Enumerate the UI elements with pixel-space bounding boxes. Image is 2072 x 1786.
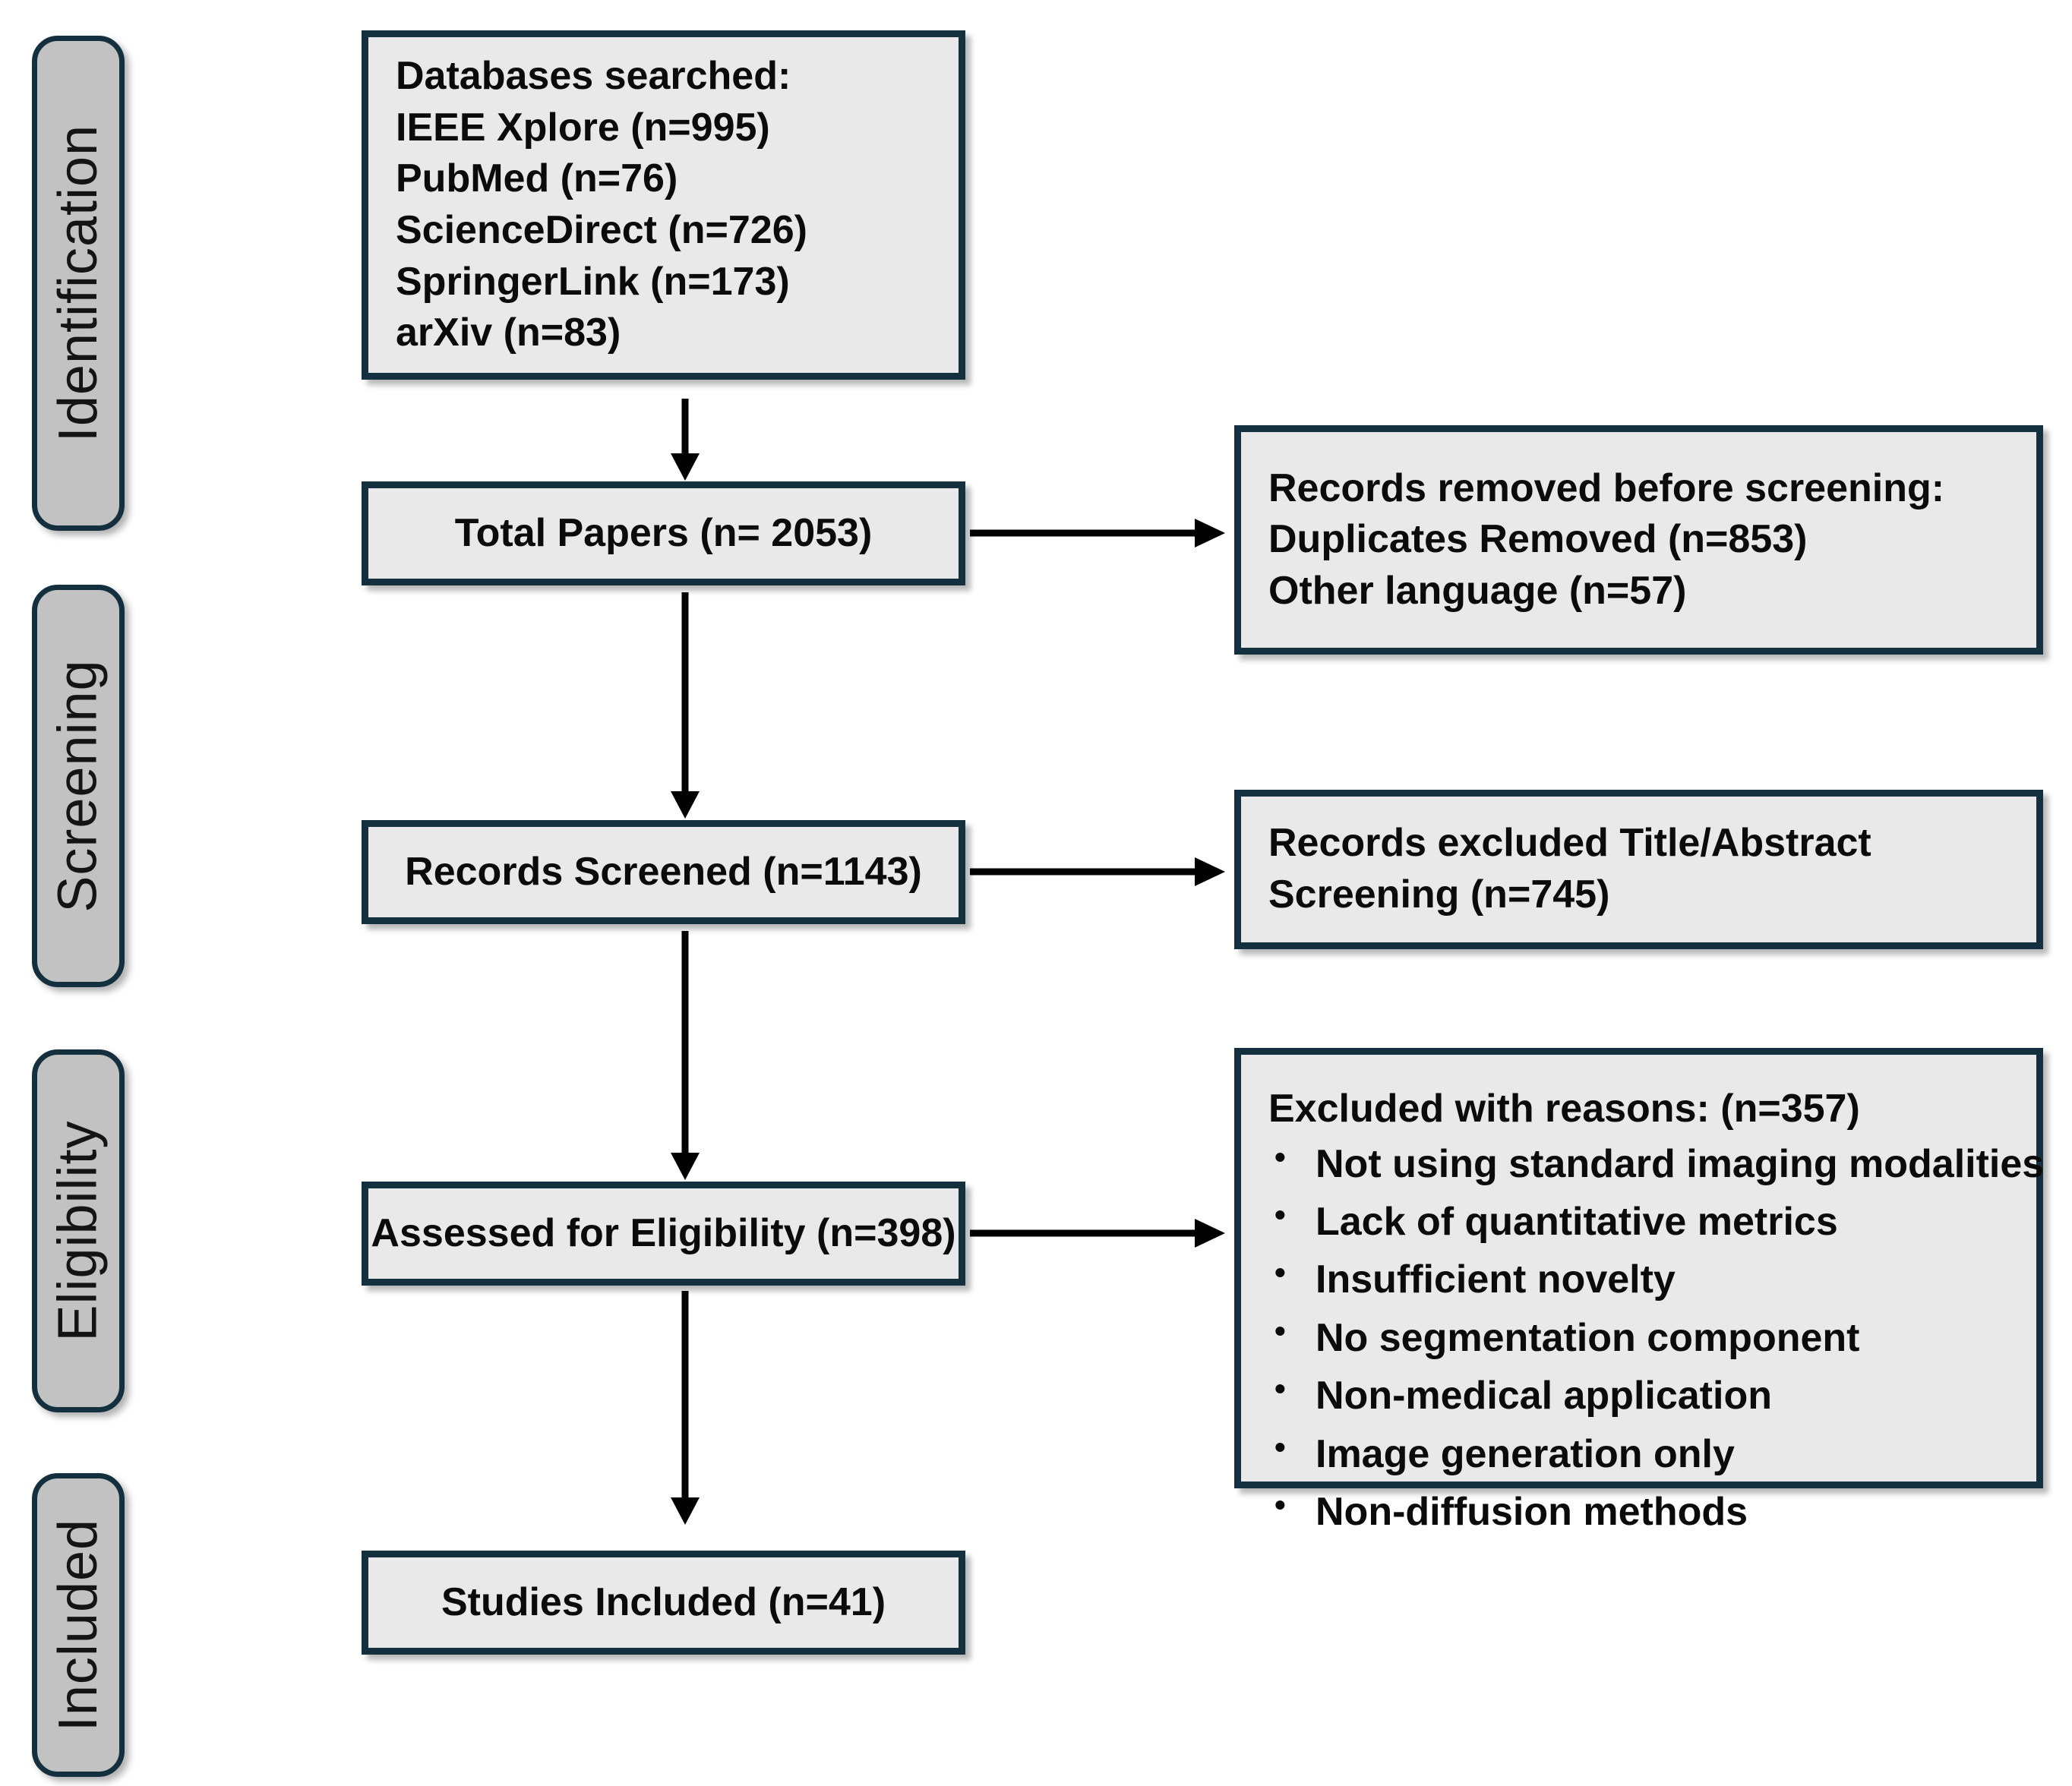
arrow-total-papers-to-records-removed xyxy=(970,510,1228,556)
box-excluded-reasons: Excluded with reasons: (n=357) Not using… xyxy=(1234,1048,2044,1534)
excluded-reason-item: Non-medical application xyxy=(1268,1365,2036,1425)
arrow-databases-to-total-papers xyxy=(662,399,708,482)
excluded-reason-item: No segmentation component xyxy=(1268,1308,2036,1367)
records-excluded-line-1: Screening (n=745) xyxy=(1268,872,1610,917)
excluded-reason-item: Image generation only xyxy=(1268,1424,2036,1483)
databases-line-4: SpringerLink (n=173) xyxy=(396,259,790,304)
box-records-excluded: Records excluded Title/Abstract Screenin… xyxy=(1234,790,2043,949)
excluded-reason-item: Not using standard imaging modalities xyxy=(1268,1134,2044,1193)
records-removed-line-0: Records removed before screening: xyxy=(1268,465,1945,510)
box-records-removed: Records removed before screening: Duplic… xyxy=(1234,425,2043,655)
stage-pill-screening: Screening xyxy=(32,585,125,987)
stage-pill-identification: Identification xyxy=(32,36,125,531)
records-excluded-line-0: Records excluded Title/Abstract xyxy=(1268,821,1871,866)
stage-label-screening: Screening xyxy=(48,659,109,913)
databases-line-1: IEEE Xplore (n=995) xyxy=(396,105,770,150)
arrow-records-screened-to-records-excluded xyxy=(970,849,1228,895)
assessed-eligibility-label: Assessed for Eligibility (n=398) xyxy=(371,1210,956,1255)
total-papers-label: Total Papers (n= 2053) xyxy=(454,510,873,555)
records-screened-label: Records Screened (n=1143) xyxy=(405,849,922,894)
databases-line-3: ScienceDirect (n=726) xyxy=(396,208,807,252)
arrow-total-papers-to-records-screened xyxy=(662,592,708,820)
box-records-screened: Records Screened (n=1143) xyxy=(362,820,965,924)
stage-label-included: Included xyxy=(48,1518,109,1732)
stage-pill-included: Included xyxy=(32,1473,125,1777)
arrow-assessed-eligibility-to-excluded-reasons xyxy=(970,1210,1228,1256)
stage-label-eligibility: Eligibility xyxy=(48,1120,109,1342)
databases-line-2: PubMed (n=76) xyxy=(396,156,678,201)
records-removed-line-1: Duplicates Removed (n=853) xyxy=(1268,517,1808,562)
excluded-reason-item: Insufficient novelty xyxy=(1268,1249,2036,1308)
excluded-reasons-list: Not using standard imaging modalities La… xyxy=(1241,1134,2044,1541)
stage-label-identification: Identification xyxy=(48,124,109,443)
box-assessed-eligibility: Assessed for Eligibility (n=398) xyxy=(362,1182,965,1286)
excluded-reasons-heading: Excluded with reasons: (n=357) xyxy=(1268,1087,1860,1131)
arrow-records-screened-to-assessed-eligibility xyxy=(662,931,708,1182)
excluded-reason-item: Non-diffusion methods xyxy=(1268,1481,2036,1541)
arrow-assessed-eligibility-to-studies-included xyxy=(662,1291,708,1526)
studies-included-label: Studies Included (n=41) xyxy=(441,1579,886,1624)
excluded-reason-item: Lack of quantitative metrics xyxy=(1268,1191,2036,1251)
records-removed-line-2: Other language (n=57) xyxy=(1268,568,1687,613)
box-studies-included: Studies Included (n=41) xyxy=(362,1551,965,1655)
box-databases-searched: Databases searched: IEEE Xplore (n=995) … xyxy=(362,30,965,380)
stage-pill-eligibility: Eligibility xyxy=(32,1049,125,1412)
box-total-papers: Total Papers (n= 2053) xyxy=(362,481,965,585)
databases-line-0: Databases searched: xyxy=(396,54,791,99)
databases-line-5: arXiv (n=83) xyxy=(396,311,621,355)
